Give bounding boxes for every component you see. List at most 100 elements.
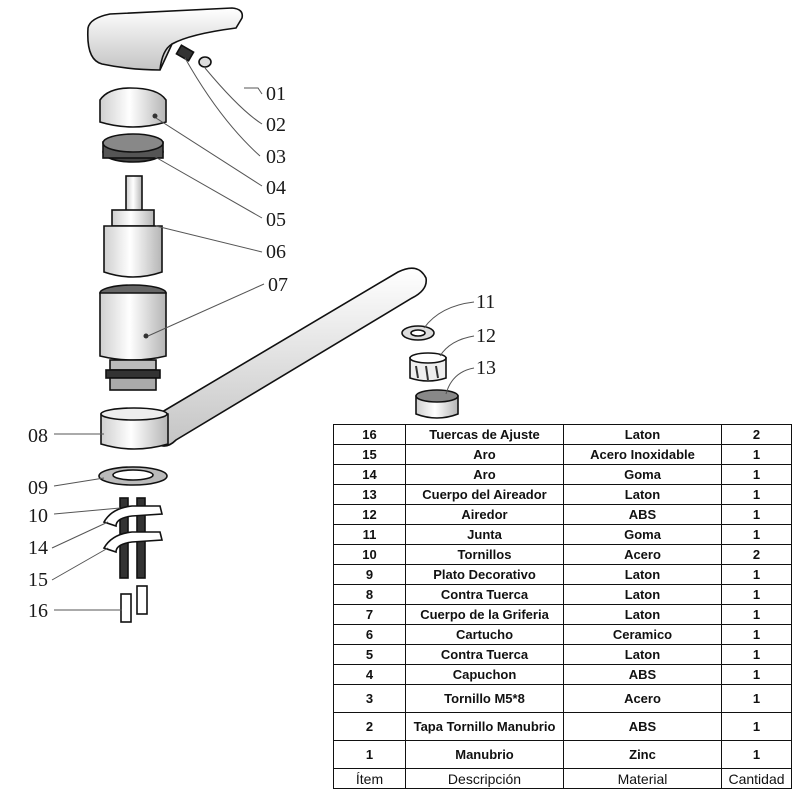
part-spout [150, 267, 428, 447]
item-cell: 5 [333, 644, 406, 665]
part-screw [198, 56, 212, 68]
quantity-cell: 1 [721, 712, 792, 741]
header-quantity: Cantidad [721, 768, 792, 789]
material-cell: ABS [563, 712, 722, 741]
callout-10: 10 [28, 505, 48, 527]
material-cell: Acero [563, 684, 722, 713]
callout-09: 09 [28, 477, 48, 499]
part-steel-ring [102, 531, 164, 554]
quantity-cell: 1 [721, 484, 792, 505]
callout-11: 11 [476, 291, 495, 313]
description-cell: Tuercas de Ajuste [405, 424, 564, 445]
description-cell: Cuerpo del Aireador [405, 484, 564, 505]
description-cell: Tapa Tornillo Manubrio [405, 712, 564, 741]
material-cell: Laton [563, 484, 722, 505]
part-locknut [102, 133, 164, 163]
material-cell: Goma [563, 464, 722, 485]
quantity-cell: 1 [721, 504, 792, 525]
material-cell: Acero [563, 544, 722, 565]
leader-lines [51, 57, 475, 611]
part-aerator-body [415, 389, 459, 419]
item-cell: 10 [333, 544, 406, 565]
item-cell: 3 [333, 684, 406, 713]
part-gasket [401, 325, 435, 341]
description-cell: Contra Tuerca [405, 644, 564, 665]
description-cell: Plato Decorativo [405, 564, 564, 585]
item-cell: 15 [333, 444, 406, 465]
description-cell: Contra Tuerca [405, 584, 564, 605]
quantity-cell: 1 [721, 604, 792, 625]
part-base-nut [100, 407, 169, 450]
material-cell: ABS [563, 504, 722, 525]
material-cell: Goma [563, 524, 722, 545]
callout-15: 15 [28, 569, 48, 591]
material-cell: ABS [563, 664, 722, 685]
description-cell: Cuerpo de la Griferia [405, 604, 564, 625]
callout-03: 03 [266, 146, 286, 168]
description-cell: Aro [405, 464, 564, 485]
callout-07: 07 [268, 274, 288, 296]
part-cap [99, 87, 167, 128]
callout-13: 13 [476, 357, 496, 379]
quantity-cell: 1 [721, 584, 792, 605]
description-cell: Airedor [405, 504, 564, 525]
description-cell: Cartucho [405, 624, 564, 645]
material-cell: Acero Inoxidable [563, 444, 722, 465]
callout-08: 08 [28, 425, 48, 447]
quantity-cell: 1 [721, 624, 792, 645]
quantity-cell: 2 [721, 424, 792, 445]
quantity-cell: 1 [721, 444, 792, 465]
item-cell: 16 [333, 424, 406, 445]
part-faucet-body [99, 284, 167, 391]
part-adjusting-nuts [120, 585, 148, 623]
callout-05: 05 [266, 209, 286, 231]
description-cell: Junta [405, 524, 564, 545]
item-cell: 1 [333, 740, 406, 769]
quantity-cell: 1 [721, 740, 792, 769]
description-cell: Manubrio [405, 740, 564, 769]
material-cell: Ceramico [563, 624, 722, 645]
material-cell: Laton [563, 564, 722, 585]
description-cell: Capuchon [405, 664, 564, 685]
callout-12: 12 [476, 325, 496, 347]
quantity-cell: 1 [721, 684, 792, 713]
quantity-cell: 1 [721, 644, 792, 665]
callout-04: 04 [266, 177, 286, 199]
quantity-cell: 2 [721, 544, 792, 565]
material-cell: Laton [563, 424, 722, 445]
quantity-cell: 1 [721, 464, 792, 485]
material-cell: Zinc [563, 740, 722, 769]
callout-14: 14 [28, 537, 48, 559]
item-cell: 7 [333, 604, 406, 625]
quantity-cell: 1 [721, 664, 792, 685]
item-cell: 4 [333, 664, 406, 685]
item-cell: 11 [333, 524, 406, 545]
item-cell: 12 [333, 504, 406, 525]
callout-01: 01 [266, 83, 286, 105]
header-description: Descripción [405, 768, 564, 789]
item-cell: 14 [333, 464, 406, 485]
item-cell: 9 [333, 564, 406, 585]
item-cell: 13 [333, 484, 406, 505]
description-cell: Aro [405, 444, 564, 465]
part-cartridge [103, 175, 163, 278]
header-material: Material [563, 768, 722, 789]
part-handle [86, 7, 244, 71]
callout-16: 16 [28, 600, 48, 622]
